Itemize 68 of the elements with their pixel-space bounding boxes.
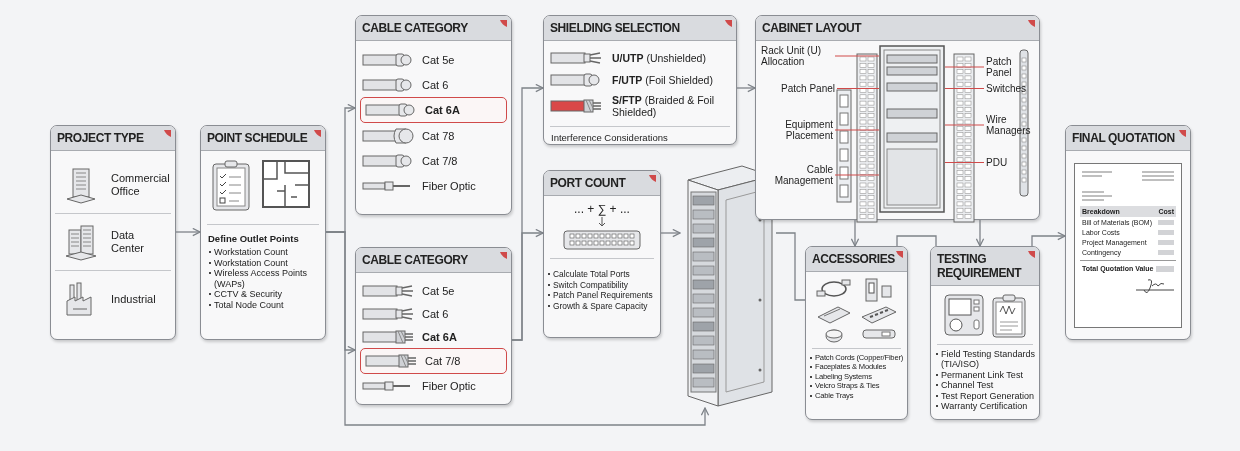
item-text: Industrial [111,292,156,306]
callout-label: Patch Panel [986,56,1038,78]
highlight-row [360,348,507,374]
callout-label: Rack Unit (U) Allocation [761,45,833,67]
callout-label: PDU [986,157,1016,168]
card-heading: FINAL QUOTATION [1066,126,1190,151]
process-card [200,125,326,340]
item-text: Cat 5e [422,53,455,66]
item-text: Cat 6A [422,330,457,343]
card-heading: PROJECT TYPE [51,126,175,151]
process-card [355,15,512,215]
card-heading: CABINET LAYOUT [756,16,1039,41]
item-text: Cat 6 [422,78,449,91]
list-item: Field Testing Standards (TIA/ISO) [935,349,1037,370]
arrow [1031,231,1066,247]
note-text: Interference Considerations [551,132,669,143]
item-text: Commercial Office [111,172,170,198]
card-heading: CABLE CATEGORY [356,16,511,41]
leader-line [834,129,880,131]
card-heading: CABLE CATEGORY [356,248,511,273]
item-text: Fiber Optic [422,379,476,392]
callout-label: Cable Management [773,164,833,186]
leader-line [944,66,985,68]
highlight-row [360,97,507,123]
item-text: Fiber Optic [422,179,476,192]
callout-label: Equipment Placement [781,119,833,141]
arrow [511,228,544,341]
arrow [736,83,756,93]
item-text: U/UTP (Unshielded) [612,52,706,64]
item-text: Cat 7/8 [425,355,461,367]
card-heading: TESTING REQUIREMENT [931,247,1039,286]
card-heading: POINT SCHEDULE [201,126,325,151]
arrow [660,228,681,238]
card-heading: SHIELDING SELECTION [544,16,736,41]
list-item: Test Report Generation [935,390,1037,402]
item-text: Cat 78 [422,129,455,142]
callout-label: Switches [986,83,1036,94]
item-text: Cat 6 [422,307,449,320]
process-card [1065,125,1191,340]
leader-line [834,55,880,57]
card-heading: ACCESSORIES [806,247,907,272]
arrow [975,219,985,247]
process-card [543,15,737,145]
callout-label: Patch Panel [779,83,835,94]
rack-frame-drawing [879,45,945,213]
item-text: Cat 7/8 [422,154,458,167]
process-card [50,125,176,340]
leader-line [834,174,880,176]
process-card [543,170,661,338]
card-heading: PORT COUNT [544,171,660,196]
formula: ... + ∑ + ... [573,202,631,216]
arrow [175,227,201,237]
process-card [355,247,512,405]
leader-line [836,87,880,90]
subheading: Define Outlet Points [208,233,300,244]
callout-label: Wire Managers [986,114,1036,136]
item-text: F/UTP (Foil Shielded) [612,74,713,86]
item-text: S/FTP (Braided & Foil Shielded) [612,94,716,118]
process-card [930,246,1040,420]
arrow [850,219,860,247]
item-text: Cat 5e [422,284,455,297]
item-text: Cat 6A [425,104,460,116]
item-text: Data Center [111,229,146,255]
leader-line [944,161,985,164]
process-card [755,15,1040,220]
leader-line [944,87,985,90]
process-card [805,246,908,420]
leader-line [944,124,985,126]
